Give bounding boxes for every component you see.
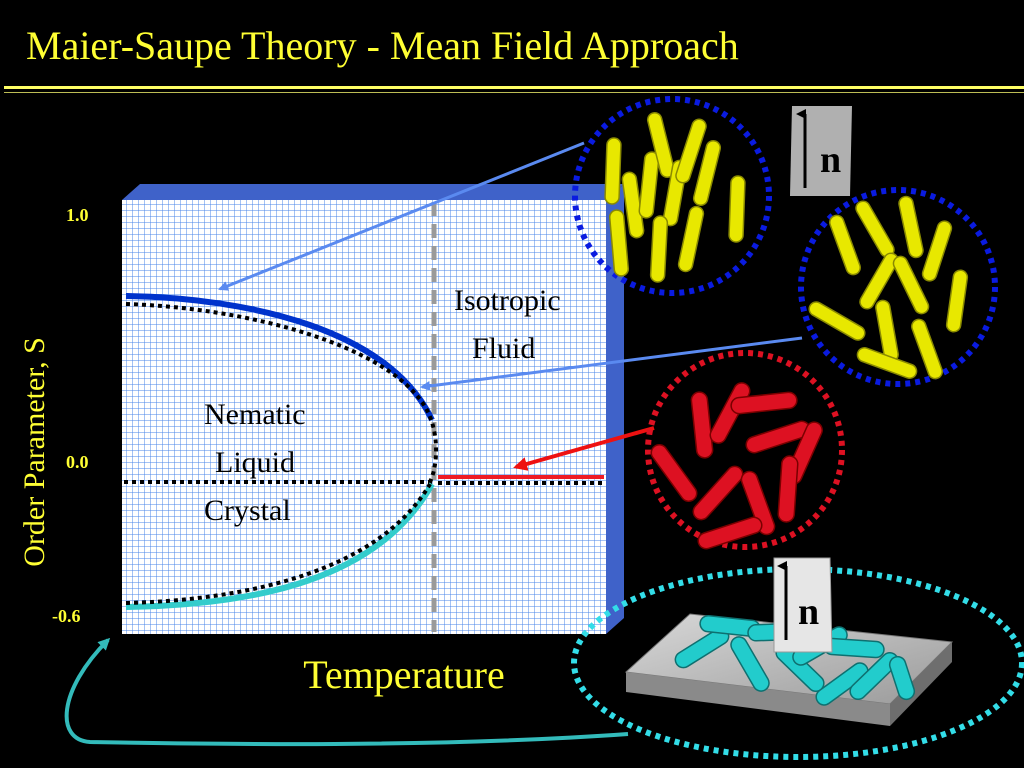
director-indicator-2: n: [773, 557, 833, 653]
cyan-rods: [674, 614, 916, 706]
arrow-to-nematic-bottom: [420, 336, 803, 391]
upper-dotted-curve: [125, 302, 438, 483]
box-top-face: [122, 184, 624, 200]
arrow-to-negative-branch: [64, 637, 629, 747]
y-axis-label: Order Parameter, S: [18, 337, 51, 567]
isotropic-label-line-2: Fluid: [472, 332, 535, 365]
y-tick-1: 1.0: [66, 205, 89, 225]
director-label-2: n: [798, 591, 819, 633]
nematic-label-line-1: Nematic: [204, 398, 306, 431]
box-side-face: [606, 184, 624, 634]
arrow-to-nematic-top: [218, 141, 585, 291]
x-axis-label: Temperature: [303, 652, 505, 697]
negative-branch-curve: [125, 482, 435, 610]
red-rods: [650, 382, 823, 550]
lower-dotted-curve: [125, 482, 432, 605]
grid-face: [122, 200, 606, 634]
arrow-to-isotropic: [513, 426, 655, 471]
title-underline-thin: [4, 92, 1024, 93]
title-underline: [4, 86, 1024, 89]
slide-title: Maier-Saupe Theory - Mean Field Approach: [26, 23, 739, 68]
yellow-rods-2: [808, 195, 969, 380]
y-tick-0: 0.0: [66, 452, 89, 472]
nematic-molecules-group-1: [572, 96, 772, 296]
isotropic-molecules-group: [645, 350, 845, 550]
director-indicator-1: n: [790, 106, 852, 196]
nematic-molecules-group-2: [798, 187, 998, 387]
surface-molecules-group: [571, 566, 1024, 760]
director-label-1: n: [820, 139, 841, 181]
yellow-rods-1: [604, 112, 746, 283]
nematic-branch-curve: [125, 293, 435, 422]
nematic-label-line-3: Crystal: [204, 494, 291, 527]
y-tick-neg: -0.6: [52, 606, 81, 626]
isotropic-label-line-1: Isotropic: [454, 284, 561, 317]
substrate-plate-front: [626, 672, 890, 726]
substrate-plate-side: [890, 642, 952, 726]
nematic-label-line-2: Liquid: [215, 446, 295, 479]
